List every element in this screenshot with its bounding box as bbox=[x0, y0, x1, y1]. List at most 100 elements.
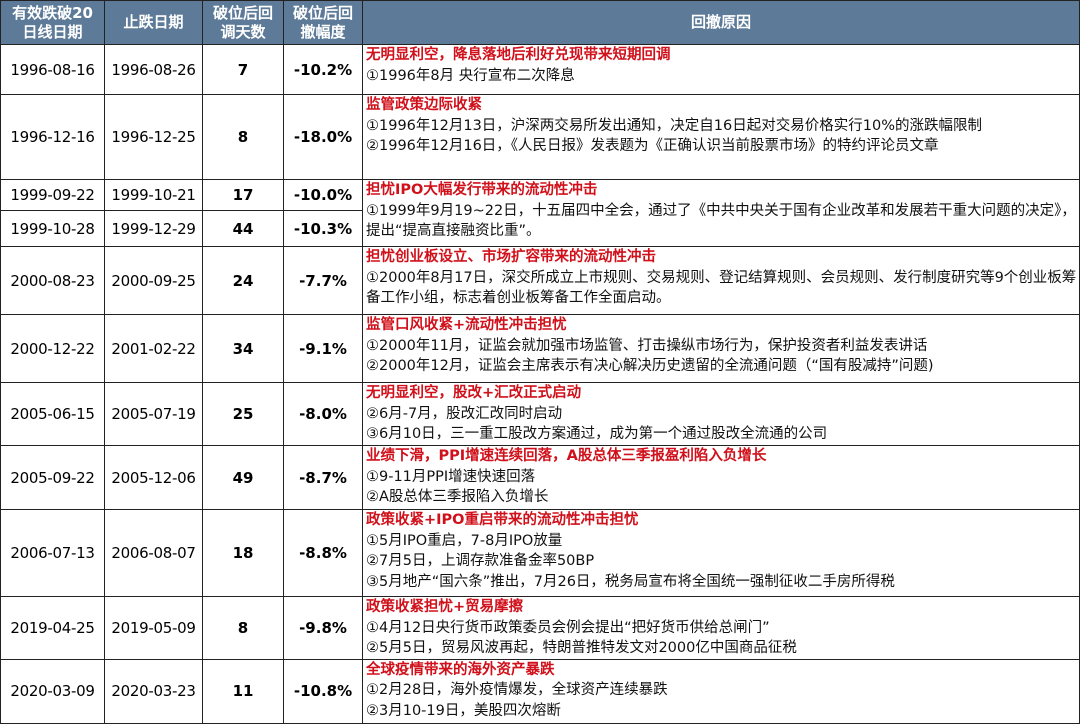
drawdown-cell: -7.7% bbox=[283, 246, 363, 315]
drawdown-cell: -8.8% bbox=[283, 509, 363, 597]
drawdown-cell: -10.3% bbox=[283, 210, 363, 247]
reason-cell: 担忧IPO大幅发行带来的流动性冲击 ①1999年9月19~22日，十五届四中全会，… bbox=[362, 179, 1080, 247]
header-stop-date: 止跌日期 bbox=[104, 0, 203, 45]
reason-line: ①2000年11月，证监会就加强市场监管、打击操纵市场行为，保护投资者利益发表讲… bbox=[366, 337, 928, 354]
stop-date-cell: 2020-03-23 bbox=[104, 658, 203, 724]
header-row: 有效跌破20日线日期 止跌日期 破位后回调天数 破位后回撤幅度 回撤原因 bbox=[0, 0, 1080, 45]
reason-line: ①9-11月PPI增速快速回落 bbox=[366, 468, 536, 485]
header-reason: 回撤原因 bbox=[362, 0, 1080, 45]
reason-cell: 担忧创业板设立、市场扩容带来的流动性冲击 ①2000年8月17日，深交所成立上市规… bbox=[362, 246, 1080, 315]
stop-date-cell: 1999-12-29 bbox=[104, 210, 203, 247]
reason-line: ①4月12日央行货币政策委员会例会提出“把好货币供给总闸门” bbox=[366, 619, 770, 636]
stop-date-cell: 2006-08-07 bbox=[104, 509, 203, 597]
break-date-cell: 1996-12-16 bbox=[0, 94, 105, 180]
header-break-date: 有效跌破20日线日期 bbox=[0, 0, 105, 45]
stop-date-cell: 1999-10-21 bbox=[104, 179, 203, 211]
reason-title: 无明显利空，降息落地后利好兑现带来短期回调 bbox=[366, 47, 671, 63]
days-cell: 8 bbox=[202, 94, 284, 180]
days-cell: 8 bbox=[202, 596, 284, 660]
drawdown-cell: -10.2% bbox=[283, 44, 363, 95]
reason-line: ②6月-7月，股改汇改同时启动 bbox=[366, 405, 563, 422]
stop-date-cell: 2005-07-19 bbox=[104, 382, 203, 446]
drawdown-cell: -9.8% bbox=[283, 596, 363, 660]
reason-cell: 政策收紧+IPO重启带来的流动性冲击担忧 ①5月IPO重启，7-8月IPO放量 ②7… bbox=[362, 509, 1080, 597]
drawdown-cell: -10.0% bbox=[283, 179, 363, 211]
drawdown-cell: -18.0% bbox=[283, 94, 363, 180]
reason-title: 担忧IPO大幅发行带来的流动性冲击 bbox=[366, 182, 598, 198]
drawdown-cell: -8.0% bbox=[283, 382, 363, 446]
days-cell: 34 bbox=[202, 314, 284, 383]
reason-title: 无明显利空，股改+汇改正式启动 bbox=[366, 385, 582, 401]
break-date-cell: 2006-07-13 bbox=[0, 509, 105, 597]
stop-date-cell: 1996-12-25 bbox=[104, 94, 203, 180]
break-date-cell: 2005-06-15 bbox=[0, 382, 105, 446]
reason-line: ①2月28日，海外疫情爆发，全球资产连续暴跌 bbox=[366, 682, 668, 698]
reason-line: ②A股总体三季报陷入负增长 bbox=[366, 489, 549, 505]
reason-title: 政策收紧+IPO重启带来的流动性冲击担忧 bbox=[366, 512, 639, 528]
reason-line: ②5月5日，贸易风波再起，特朗普推特发文对2000亿中国商品征税 bbox=[366, 640, 797, 656]
stop-date-cell: 2019-05-09 bbox=[104, 596, 203, 660]
days-cell: 44 bbox=[202, 210, 284, 247]
drawdown-cell: -8.7% bbox=[283, 445, 363, 510]
reason-title: 业绩下滑，PPI增速连续回落，A股总体三季报盈利陷入负增长 bbox=[366, 448, 767, 464]
reason-cell: 政策收紧担忧+贸易摩擦 ①4月12日央行货币政策委员会例会提出“把好货币供给总闸门… bbox=[362, 596, 1080, 660]
days-cell: 11 bbox=[202, 658, 284, 724]
days-cell: 25 bbox=[202, 382, 284, 446]
reason-title: 担忧创业板设立、市场扩容带来的流动性冲击 bbox=[366, 249, 656, 265]
reason-cell: 监管政策边际收紧 ①1996年12月13日，沪深两交易所发出通知，决定自16日起对… bbox=[362, 94, 1080, 180]
break-date-cell: 2000-12-22 bbox=[0, 314, 105, 383]
reason-line: ②1996年12月16日，《人民日报》发表题为《正确认识当前股票市场》的特约评论… bbox=[366, 138, 939, 154]
stop-date-cell: 2005-12-06 bbox=[104, 445, 203, 510]
break-date-cell: 1999-09-22 bbox=[0, 179, 105, 211]
reason-cell: 全球疫情带来的海外资产暴跌 ①2月28日，海外疫情爆发，全球资产连续暴跌 ②3月10… bbox=[362, 658, 1080, 724]
reason-line: ①1999年9月19~22日，十五届四中全会，通过了《中共中央关于国有企业改革和… bbox=[366, 202, 1076, 240]
reason-line: ①2000年8月17日，深交所成立上市规则、交易规则、登记结算规则、会员规则、发… bbox=[366, 269, 1077, 307]
reason-cell: 业绩下滑，PPI增速连续回落，A股总体三季报盈利陷入负增长 ①9-11月PPI增速… bbox=[362, 445, 1080, 510]
stop-date-cell: 1996-08-26 bbox=[104, 44, 203, 95]
header-days: 破位后回调天数 bbox=[202, 0, 284, 45]
reason-line: ③6月10日，三一重工股改方案通过，成为第一个通过股改全流通的公司 bbox=[366, 426, 828, 442]
break-date-cell: 2020-03-09 bbox=[0, 658, 105, 724]
reason-title: 全球疫情带来的海外资产暴跌 bbox=[366, 661, 555, 678]
header-drawdown: 破位后回撤幅度 bbox=[283, 0, 363, 45]
stop-date-cell: 2001-02-22 bbox=[104, 314, 203, 383]
break-date-cell: 2019-04-25 bbox=[0, 596, 105, 660]
break-date-cell: 1999-10-28 bbox=[0, 210, 105, 247]
break-date-cell: 2000-08-23 bbox=[0, 246, 105, 315]
drawdown-cell: -10.8% bbox=[283, 658, 363, 724]
reason-line: ①1996年8月 央行宣布二次降息 bbox=[366, 67, 575, 84]
break-date-cell: 2005-09-22 bbox=[0, 445, 105, 510]
reason-line: ①1996年12月13日，沪深两交易所发出通知，决定自16日起对交易价格实行10… bbox=[366, 117, 982, 134]
break-date-cell: 1996-08-16 bbox=[0, 44, 105, 95]
reason-cell: 无明显利空，降息落地后利好兑现带来短期回调 ①1996年8月 央行宣布二次降息 bbox=[362, 44, 1080, 95]
reason-cell: 无明显利空，股改+汇改正式启动 ②6月-7月，股改汇改同时启动 ③6月10日，三一重… bbox=[362, 382, 1080, 446]
days-cell: 18 bbox=[202, 509, 284, 597]
reason-line: ②3月10-19日，美股四次熔断 bbox=[366, 702, 561, 719]
stop-date-cell: 2000-09-25 bbox=[104, 246, 203, 315]
drawdown-cell: -9.1% bbox=[283, 314, 363, 383]
days-cell: 24 bbox=[202, 246, 284, 315]
days-cell: 49 bbox=[202, 445, 284, 510]
days-cell: 7 bbox=[202, 44, 284, 95]
days-cell: 17 bbox=[202, 179, 284, 211]
reason-line: ①5月IPO重启，7-8月IPO放量 bbox=[366, 532, 563, 549]
reason-line: ②7月5日，上调存款准备金率50BP bbox=[366, 553, 595, 569]
reason-title: 政策收紧担忧+贸易摩擦 bbox=[366, 599, 524, 615]
reason-title: 监管口风收紧+流动性冲击担忧 bbox=[366, 317, 567, 333]
reason-title: 监管政策边际收紧 bbox=[366, 97, 482, 113]
reason-cell: 监管口风收紧+流动性冲击担忧 ①2000年11月，证监会就加强市场监管、打击操纵市… bbox=[362, 314, 1080, 383]
reason-line: ③5月地产“国六条”推出，7月26日，税务局宣布将全国统一强制征收二手房所得税 bbox=[366, 573, 895, 590]
